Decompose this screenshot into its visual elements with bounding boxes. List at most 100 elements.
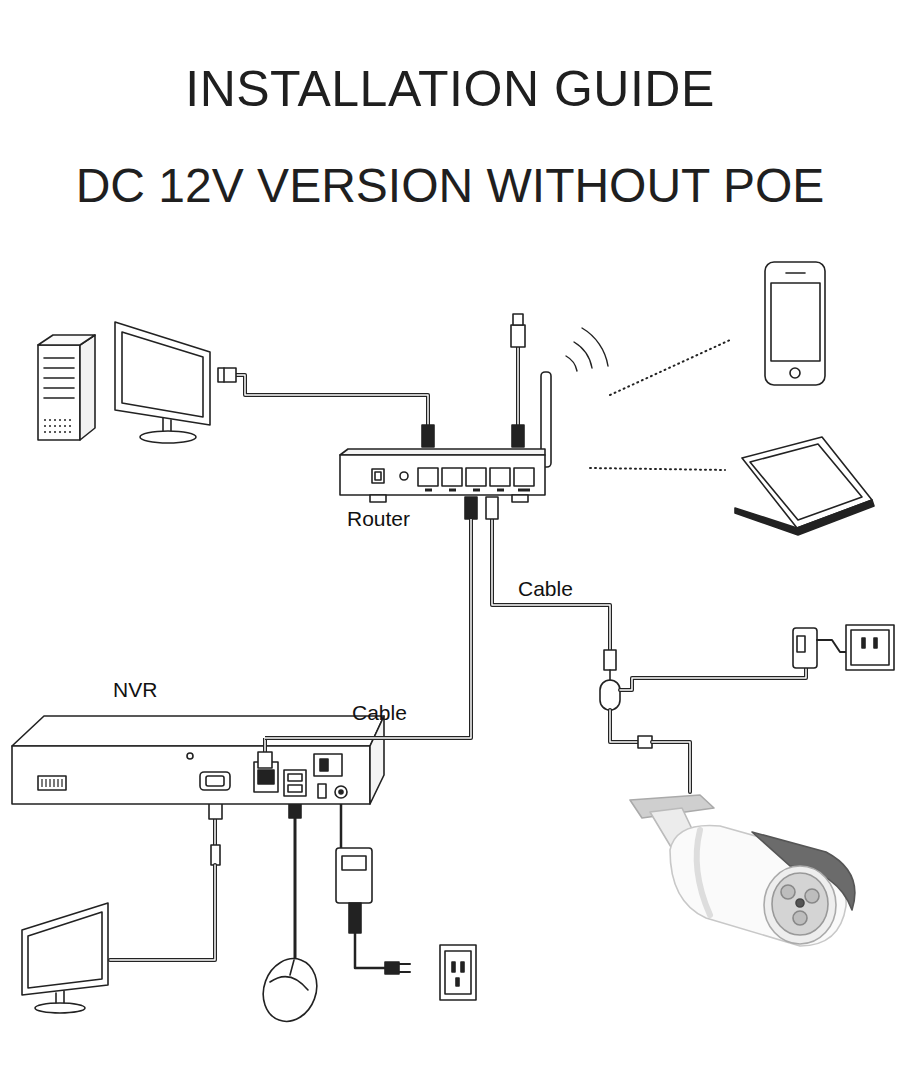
router-body (340, 425, 545, 535)
router-body (497, 489, 504, 492)
router-body (442, 468, 462, 486)
wall-outlet (851, 630, 889, 665)
router-body (490, 468, 510, 486)
nvr-body (38, 776, 66, 790)
router-body (514, 468, 534, 486)
nvr-body (187, 753, 193, 759)
nvr-device: NVR (10, 676, 388, 810)
wifi-signal (582, 328, 608, 366)
camera-cable (652, 742, 690, 792)
laptop (735, 437, 874, 535)
pc-tower (49, 425, 51, 427)
pc-tower (44, 425, 46, 427)
vga-cable (110, 797, 222, 960)
pc-tower (64, 431, 66, 433)
pc-tower (44, 419, 46, 421)
pc-tower (38, 345, 80, 440)
pc-tower (54, 425, 56, 427)
pc-tower (44, 357, 74, 359)
router-device: Router (340, 440, 555, 535)
camera-cable (604, 650, 616, 670)
camera-cable (638, 736, 652, 748)
camera-power-adapter (620, 668, 806, 690)
nvr-body (370, 716, 384, 804)
pc-tower (38, 335, 95, 440)
device-label: Router (347, 508, 410, 529)
pc-tower (44, 431, 46, 433)
pc-tower (44, 367, 74, 369)
router-body (512, 425, 524, 447)
bullet-camera (793, 911, 807, 925)
wireless-link (590, 468, 725, 470)
wireless-link (590, 340, 730, 470)
wall-outlet (440, 945, 476, 1000)
wall-outlet (440, 945, 476, 1000)
pc-monitor (115, 322, 210, 425)
nvr-body (258, 770, 274, 784)
lan-cable (218, 368, 428, 425)
wifi-signal (566, 356, 577, 371)
lan-cable (511, 314, 525, 425)
smartphone (765, 262, 825, 385)
nvr-monitor (63, 991, 65, 1004)
router-body (375, 472, 381, 480)
wall-outlet (456, 978, 459, 986)
camera-cable (492, 519, 610, 650)
nvr-monitor (22, 903, 108, 995)
wall-outlet (445, 951, 471, 994)
subtitle: DC 12V VERSION WITHOUT POE (0, 162, 900, 210)
camera-cable (600, 680, 620, 710)
wifi-signal (566, 328, 608, 371)
lan-cable (236, 375, 428, 425)
bullet-camera (781, 885, 795, 899)
nvr-monitor (35, 1003, 85, 1013)
nvr-body (258, 752, 272, 768)
wall-outlet (862, 638, 865, 648)
pc-tower (69, 431, 71, 433)
router-body (418, 468, 438, 486)
nvr-body (288, 774, 302, 781)
camera-power-adapter (793, 628, 817, 668)
wall-outlet (846, 625, 894, 670)
nvr-body (12, 716, 384, 746)
router-body (422, 425, 434, 447)
router-body (340, 455, 545, 495)
router-body (469, 519, 473, 535)
pc-tower (80, 335, 95, 440)
router-body (370, 495, 386, 502)
cable-label: Cable (518, 578, 573, 599)
nvr-body (206, 776, 224, 786)
nvr-body (320, 759, 328, 771)
lan-cable (223, 368, 225, 382)
device-label: NVR (113, 679, 157, 700)
router-body (465, 497, 477, 519)
pc-tower (69, 425, 71, 427)
camera-cable (609, 670, 611, 680)
nvr-body (12, 746, 370, 804)
router-body (400, 472, 408, 480)
router-body (466, 468, 486, 486)
nvr-power-adapter (340, 800, 343, 848)
pc-monitor (140, 431, 196, 443)
smartphone (790, 368, 800, 378)
vga-cable (213, 819, 217, 845)
pc-tower (44, 397, 74, 399)
nvr-body (314, 754, 342, 776)
router-body (449, 489, 456, 492)
laptop (735, 500, 874, 535)
nvr-power-adapter (399, 964, 410, 972)
pc-tower (59, 431, 61, 433)
pc-tower (59, 419, 61, 421)
bullet-camera (670, 826, 846, 947)
pc-tower (54, 431, 56, 433)
router-body (518, 489, 530, 492)
bullet-camera (796, 899, 804, 907)
nvr-monitor (28, 912, 102, 988)
router-body (473, 489, 480, 492)
router-body (425, 489, 432, 492)
pc-monitor (115, 322, 210, 443)
router-body (486, 497, 498, 519)
nvr-body (318, 784, 326, 798)
nvr-power-adapter (336, 848, 372, 903)
